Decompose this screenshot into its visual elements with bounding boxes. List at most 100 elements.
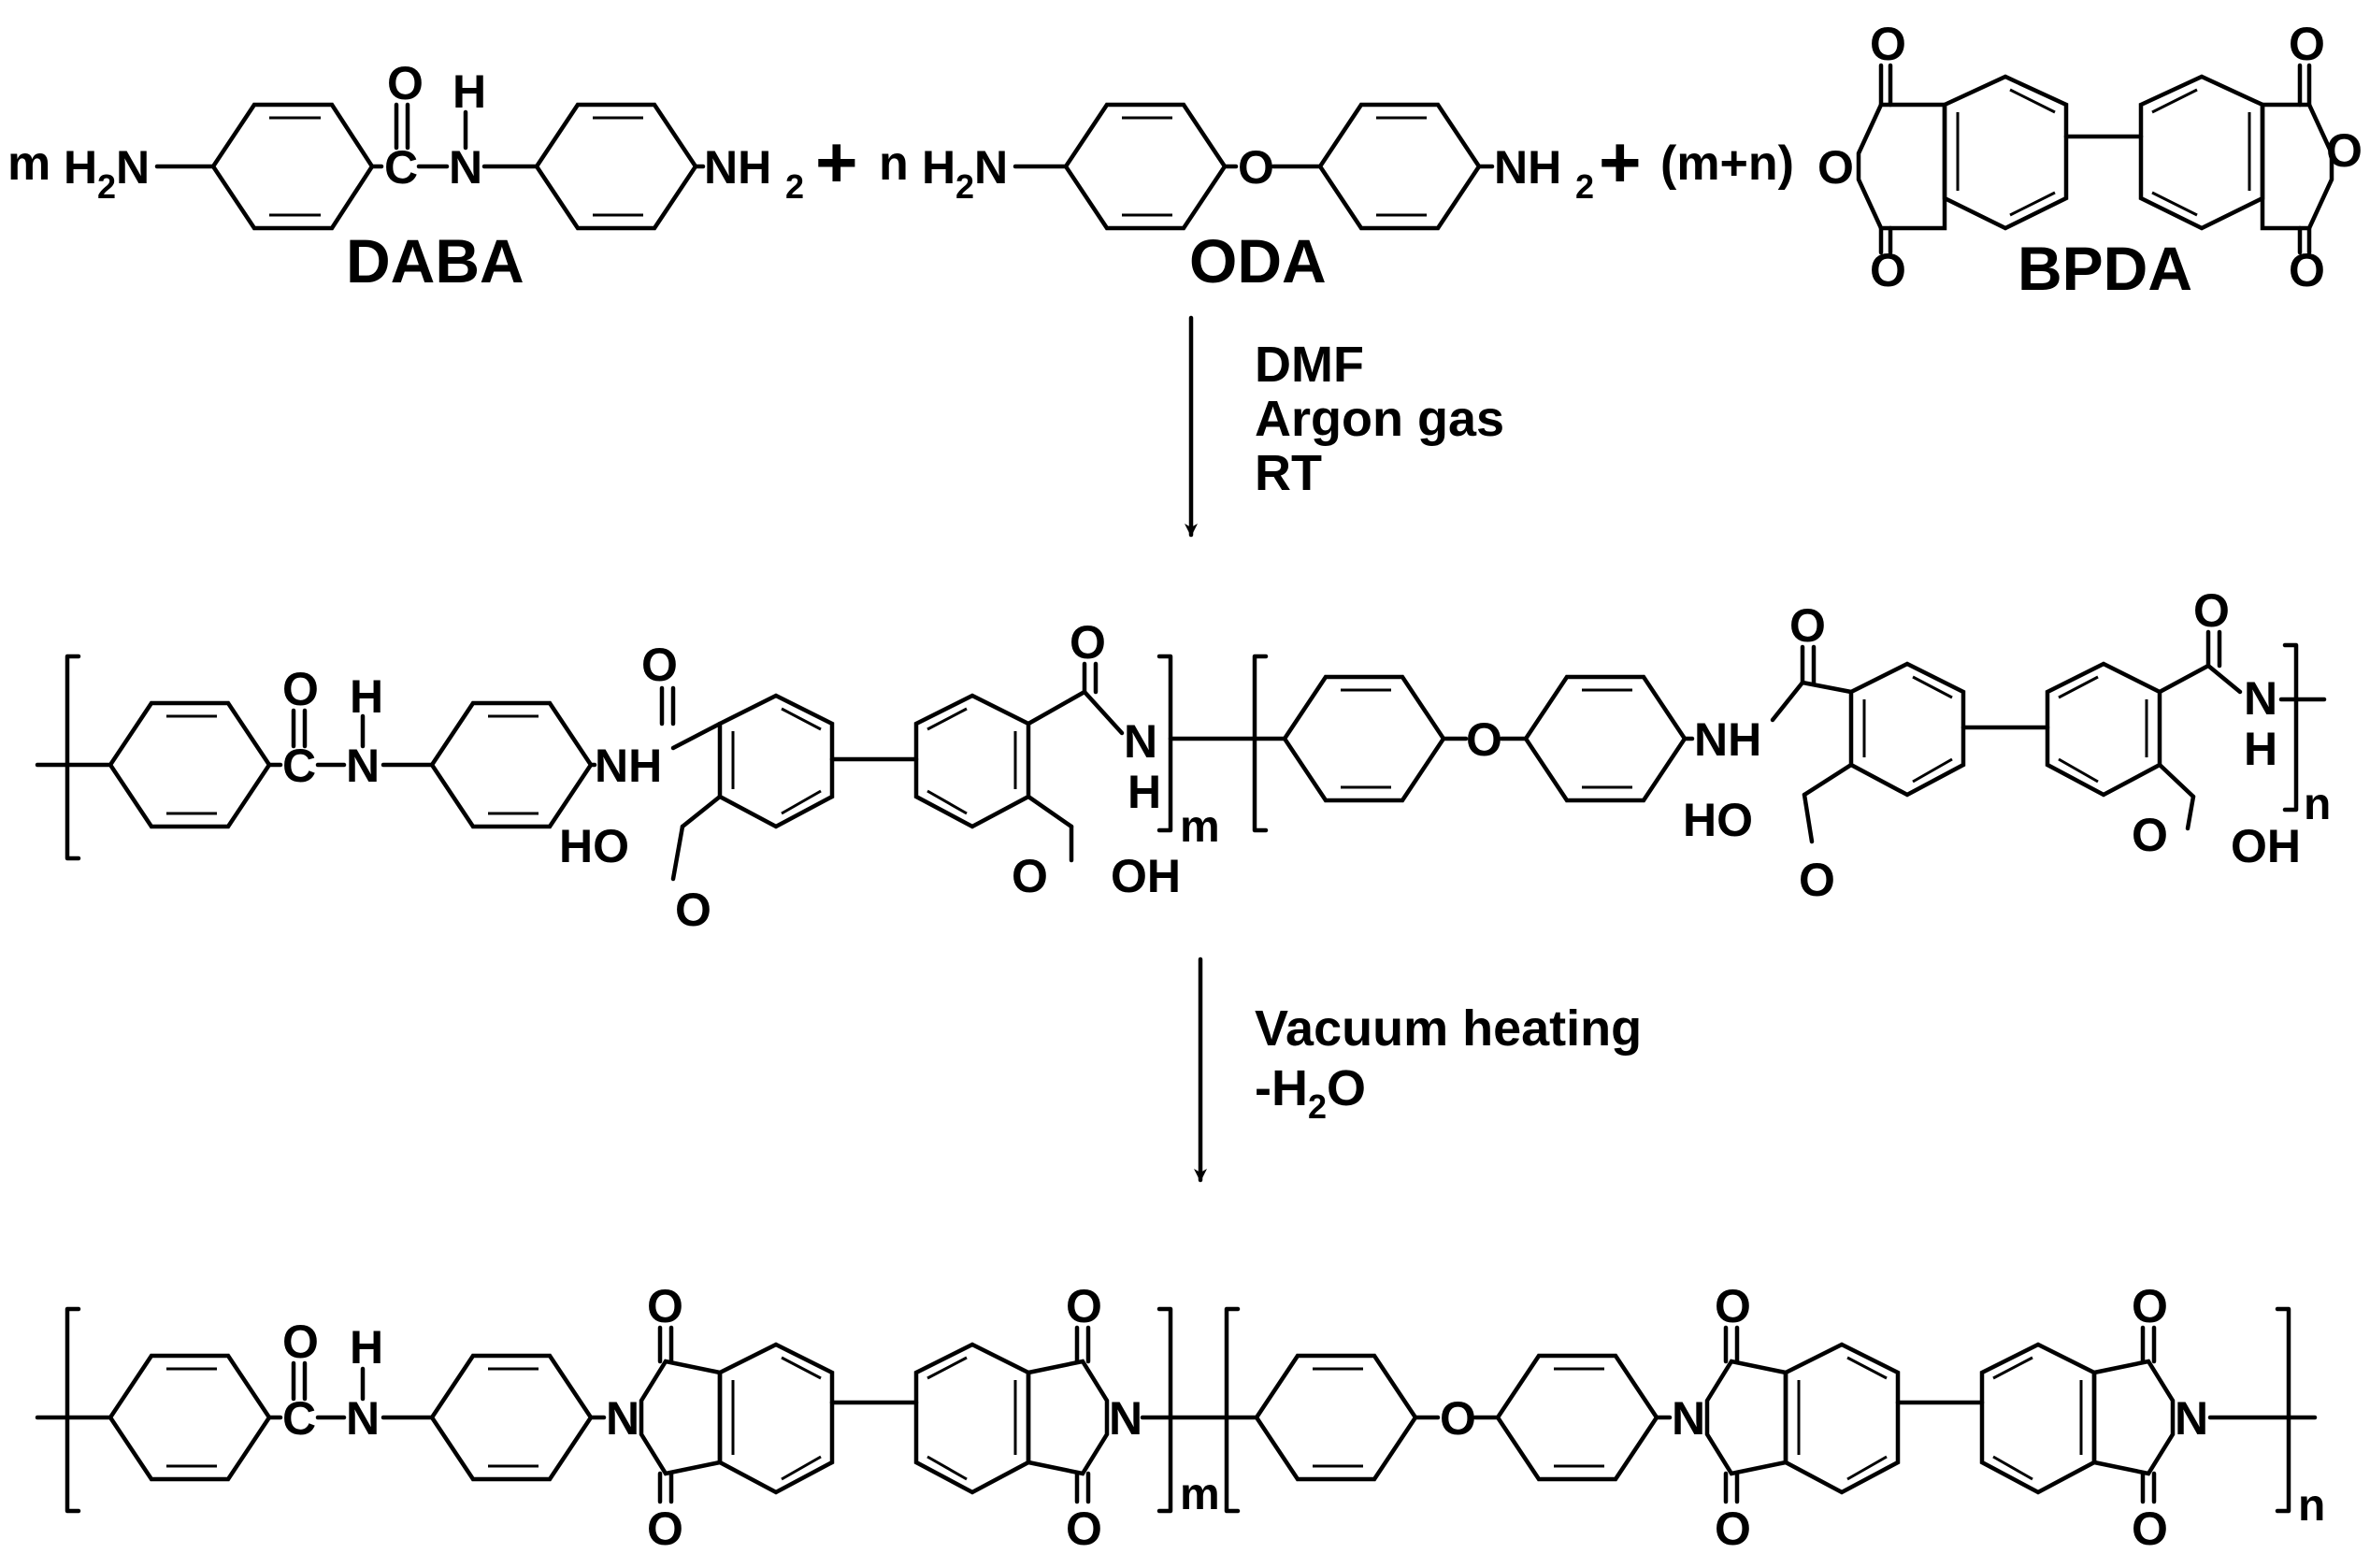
oda-benzene-ring-2 bbox=[1317, 102, 1482, 231]
pa-benzene-ring bbox=[429, 700, 594, 829]
pa-ring-double-bond bbox=[2058, 675, 2099, 699]
pi-ring-double-bond bbox=[1846, 1455, 1888, 1481]
pi-amide-c: C bbox=[282, 1392, 316, 1445]
pa-ring-double-bond bbox=[926, 707, 968, 731]
oda-amine-sub: 2 bbox=[955, 167, 974, 206]
pa-bpda-ring-right bbox=[913, 693, 1031, 829]
daba-amine-sub: 2 bbox=[97, 167, 116, 206]
oda-amine-n: N bbox=[974, 141, 1008, 194]
pi-imide-n-1: N bbox=[606, 1392, 639, 1445]
pa-index-m: m bbox=[1180, 802, 1220, 852]
bpda-molecule: (m+n) O O O O O O BPDA bbox=[1660, 18, 2363, 303]
step1-condition-3: RT bbox=[1255, 445, 1322, 501]
step2-condition-2: -H2O bbox=[1255, 1060, 1366, 1126]
pa-amide-o: O bbox=[282, 663, 319, 715]
pa-bpda-ring-3 bbox=[1848, 661, 1966, 798]
daba-benzene-ring-1 bbox=[210, 102, 375, 231]
pa-nh-2: NH bbox=[1694, 713, 1761, 766]
pa-amide-o-2: O bbox=[641, 639, 678, 691]
pa-amide-c: C bbox=[282, 740, 316, 792]
step1-arrow-group: DMF Argon gas RT bbox=[1185, 315, 1504, 538]
bpda-ring-double-bond bbox=[2151, 88, 2198, 114]
pi-imide-ring-1 bbox=[639, 1359, 723, 1476]
pa-acid-o-1: O bbox=[675, 884, 711, 936]
pa-h-3: H bbox=[2244, 723, 2277, 775]
bpda-anhydride-o-right: O bbox=[2326, 124, 2363, 177]
pa-acid-o-2: O bbox=[1012, 850, 1048, 902]
pi-imide-o: O bbox=[1066, 1280, 1102, 1332]
step2-arrow-group: Vacuum heating -H2O bbox=[1194, 957, 1642, 1183]
oda-amine-h: H bbox=[922, 141, 955, 194]
daba-molecule: m H 2 N C O N H NH 2 DABA bbox=[7, 57, 804, 295]
pi-imide-o: O bbox=[2132, 1503, 2168, 1555]
pi-ring-double-bond bbox=[781, 1455, 822, 1481]
daba-amide-h: H bbox=[452, 65, 486, 118]
bpda-carbonyl-o: O bbox=[2289, 18, 2325, 70]
pa-ho-1: HO bbox=[559, 820, 629, 872]
bpda-anhydride-ring-left bbox=[1856, 102, 1947, 231]
pi-imide-ring-3 bbox=[1704, 1359, 1788, 1476]
pa-ring-double-bond bbox=[781, 789, 822, 815]
pi-imide-n-4: N bbox=[2175, 1392, 2208, 1445]
bpda-ring-double-bond bbox=[2151, 191, 2198, 217]
daba-amine-nh-sub: 2 bbox=[785, 167, 804, 206]
pi-imide-o: O bbox=[2132, 1280, 2168, 1332]
pi-amide-o: O bbox=[282, 1316, 319, 1368]
pi-imide-n-2: N bbox=[1109, 1392, 1142, 1445]
pa-bond bbox=[2205, 663, 2243, 695]
pi-ring-double-bond bbox=[781, 1356, 822, 1380]
pi-amide-n: N bbox=[346, 1392, 380, 1445]
pa-ring-double-bond bbox=[926, 789, 968, 815]
bpda-anhydride-ring-right bbox=[2260, 102, 2334, 231]
pa-ring-double-bond bbox=[1912, 675, 1953, 699]
bpda-ring-double-bond bbox=[2009, 191, 2056, 217]
bpda-label: BPDA bbox=[2018, 234, 2192, 303]
bpda-carbonyl-o: O bbox=[1870, 244, 1906, 296]
pa-bond bbox=[1026, 794, 1074, 829]
pa-n-3: N bbox=[2244, 672, 2277, 725]
step1-condition-1: DMF bbox=[1255, 337, 1364, 393]
pi-oda-ring-2 bbox=[1495, 1353, 1659, 1482]
oda-benzene-ring-1 bbox=[1063, 102, 1228, 231]
pa-index-n: n bbox=[2304, 780, 2331, 829]
bpda-coefficient: (m+n) bbox=[1660, 137, 1794, 191]
oda-amine-nh-sub: 2 bbox=[1575, 167, 1594, 206]
pi-imide-o: O bbox=[1715, 1503, 1751, 1555]
pa-oda-ring-1 bbox=[1282, 674, 1446, 803]
pa-acid-o-3: O bbox=[1799, 854, 1835, 906]
bpda-carbonyl-o: O bbox=[1870, 18, 1906, 70]
daba-benzene-ring-2 bbox=[534, 102, 698, 231]
pi-imide-o: O bbox=[647, 1280, 683, 1332]
pa-amide-n: N bbox=[346, 740, 380, 792]
oda-molecule: n H 2 N O NH 2 ODA bbox=[879, 102, 1594, 295]
pa-amide-o-5: O bbox=[2193, 584, 2230, 637]
pa-benzene-ring bbox=[108, 700, 272, 829]
pa-ho-2: HO bbox=[1683, 794, 1753, 846]
pa-amide-o-4: O bbox=[1789, 599, 1826, 652]
pa-ring-double-bond bbox=[2058, 757, 2099, 784]
plus-sign-1: + bbox=[815, 121, 858, 203]
reactants-row: m H 2 N C O N H NH 2 DABA + bbox=[7, 18, 2363, 303]
pa-bond bbox=[2157, 762, 2196, 799]
bracket-close-m bbox=[1156, 654, 1173, 833]
pa-nh-1: NH bbox=[595, 740, 662, 792]
bpda-benzene-ring-left bbox=[1942, 74, 2069, 231]
step1-condition-2: Argon gas bbox=[1255, 391, 1504, 447]
pi-imide-n-3: N bbox=[1672, 1392, 1705, 1445]
daba-amine-n: N bbox=[116, 141, 150, 194]
pi-index-m: m bbox=[1180, 1470, 1220, 1519]
bracket-close-m-2 bbox=[1156, 1306, 1173, 1514]
pa-bond bbox=[670, 824, 685, 882]
pa-ether-o: O bbox=[1466, 713, 1502, 766]
pa-amide-o-3: O bbox=[1070, 616, 1106, 669]
daba-label: DABA bbox=[346, 226, 524, 295]
pa-bond bbox=[1082, 689, 1125, 736]
pi-amide-h: H bbox=[350, 1321, 383, 1374]
oda-label: ODA bbox=[1189, 226, 1327, 295]
pa-bond bbox=[680, 794, 723, 829]
polyamic-acid-row: C O N H NH O HO O O N H bbox=[35, 584, 2331, 936]
pa-oh-1: OH bbox=[1111, 850, 1181, 902]
bracket-close-n bbox=[2282, 642, 2299, 813]
pa-bond bbox=[1802, 792, 1815, 844]
